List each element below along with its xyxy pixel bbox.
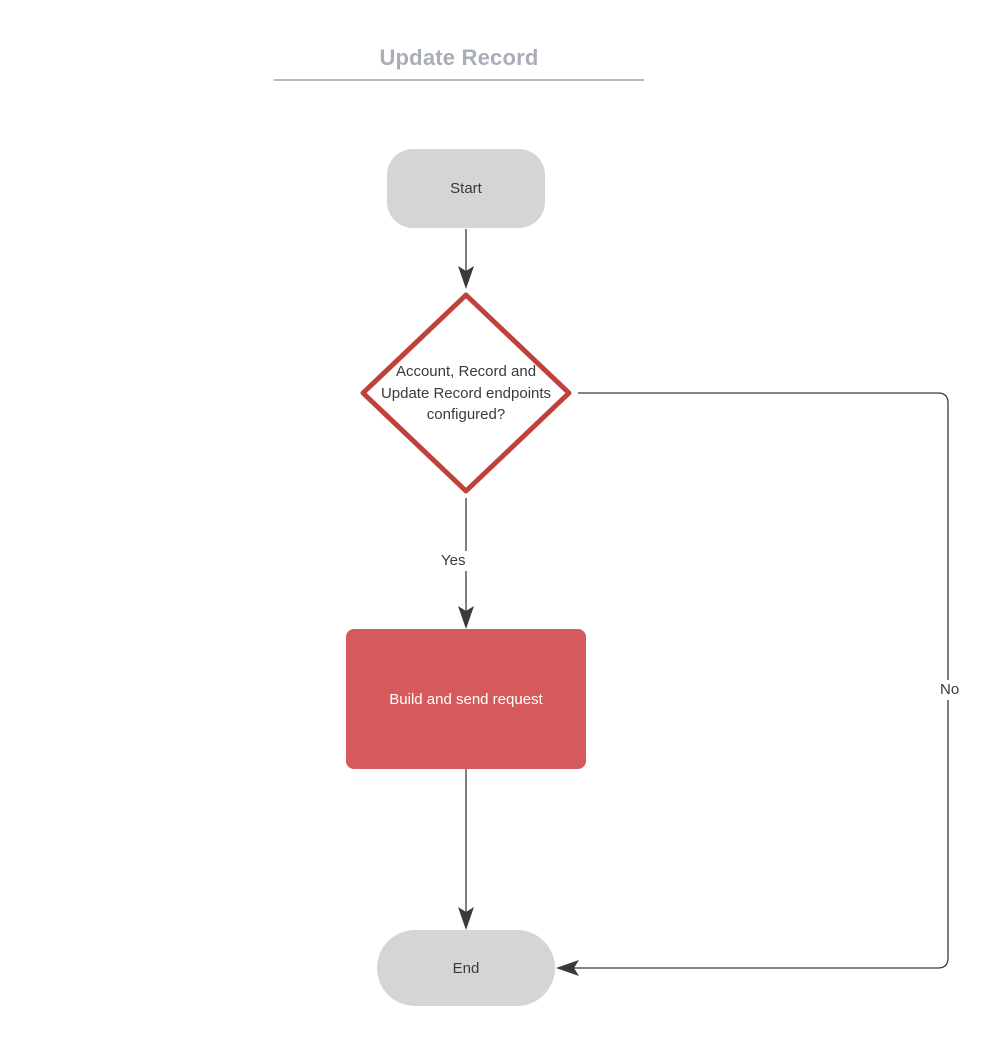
edge-label-no: No	[936, 680, 964, 700]
node-decision-label-line2: Update Record endpoints	[380, 384, 552, 402]
edge-process-to-end	[458, 769, 474, 930]
node-end[interactable]: End	[377, 930, 555, 1006]
title-divider	[274, 79, 644, 81]
node-process[interactable]: Build and send request	[346, 629, 586, 769]
node-process-label: Build and send request	[389, 690, 543, 708]
node-decision[interactable]: Account, Record and Update Record endpoi…	[356, 288, 576, 498]
edge-decision-no	[556, 392, 949, 976]
node-start[interactable]: Start	[387, 149, 545, 228]
edge-start-to-decision	[458, 229, 474, 289]
edge-label-yes: Yes	[437, 551, 470, 571]
node-decision-label: Account, Record and Update Record endpoi…	[336, 361, 596, 426]
node-decision-label-line1: Account, Record and	[395, 362, 537, 380]
decision-shape	[360, 292, 572, 494]
node-start-label: Start	[450, 180, 482, 197]
node-end-label: End	[452, 959, 480, 977]
node-decision-label-line3: configured?	[426, 405, 506, 423]
page-title: Update Record	[379, 45, 539, 70]
